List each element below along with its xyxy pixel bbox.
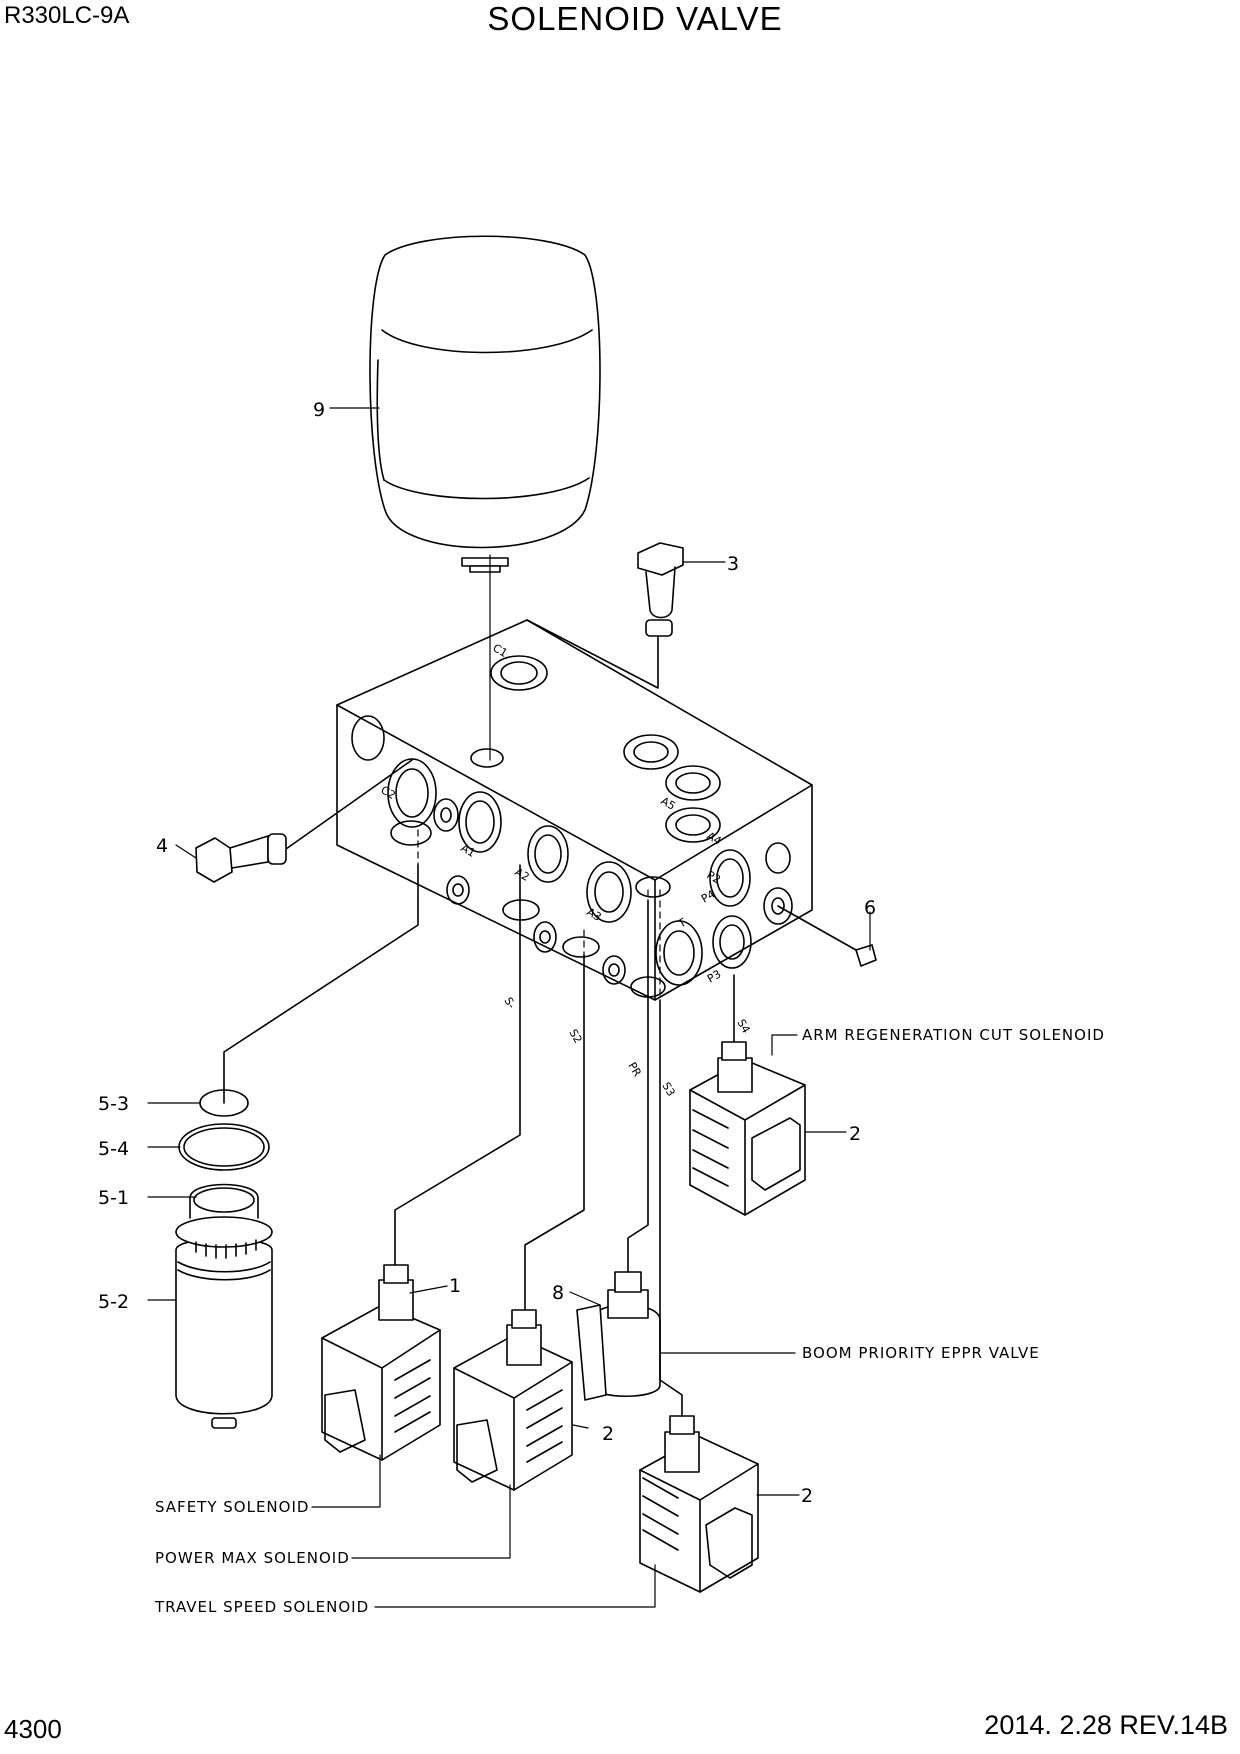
power-max-solenoid-part-2: [453, 954, 585, 1491]
safety-solenoid-part-1: [321, 864, 521, 1461]
callout-5-4: 5-4: [98, 1138, 129, 1160]
desc-power-max-solenoid: POWER MAX SOLENOID: [155, 1549, 350, 1567]
revision-date: 2014. 2.28 REV.14B: [984, 1710, 1228, 1740]
filter-assembly-part-5: [175, 864, 419, 1429]
desc-arm-regeneration-cut: ARM REGENERATION CUT SOLENOID: [802, 1026, 1105, 1044]
port-label-s1: S-: [501, 995, 518, 1011]
callout-2-power: 2: [602, 1423, 614, 1445]
solenoid-valve-block: [336, 619, 813, 1001]
callout-numbers: 9 3 4 6 5-3 5-4 5-1 5-2 1 8 2 2 2: [98, 399, 876, 1507]
port-label-p3: P3: [705, 968, 723, 986]
bolt-part-4: [195, 759, 413, 883]
desc-boom-priority-eppr: BOOM PRIORITY EPPR VALVE: [802, 1344, 1040, 1362]
port-label-a4: A4: [705, 829, 724, 848]
port-label-c2: C2: [379, 783, 398, 802]
travel-speed-solenoid-part-2: [639, 999, 759, 1593]
callout-3: 3: [727, 553, 739, 575]
callout-8: 8: [552, 1282, 564, 1304]
callout-2-travel: 2: [801, 1485, 813, 1507]
bolt-part-3: [526, 542, 684, 689]
desc-travel-speed-solenoid: TRAVEL SPEED SOLENOID: [154, 1598, 369, 1616]
port-label-a2: A2: [513, 865, 532, 884]
port-label-c1: C1: [491, 641, 510, 660]
model-number: R330LC-9A: [4, 2, 130, 29]
port-label-a1: A1: [459, 841, 478, 860]
port-label-pr: PR: [625, 1060, 644, 1079]
plug-part-6: [777, 905, 877, 967]
boom-priority-eppr-valve-part-8: [576, 899, 661, 1401]
page-title: SOLENOID VALVE: [487, 0, 783, 37]
leader-lines: [147, 407, 871, 1608]
callout-4: 4: [156, 835, 168, 857]
callout-5-2: 5-2: [98, 1291, 129, 1313]
port-labels: C1 C2 A1 A2 A3 A5 A4 P2 P4 P3 T S- S2 PR…: [379, 641, 753, 1098]
port-label-a3: A3: [585, 905, 604, 924]
accumulator-part-9: [369, 235, 601, 573]
port-label-s4: S4: [734, 1017, 752, 1036]
port-label-s3: S3: [659, 1080, 677, 1099]
callout-1: 1: [449, 1275, 461, 1297]
port-label-p4: P4: [699, 888, 717, 906]
port-label-s2: S2: [566, 1027, 584, 1046]
callout-5-3: 5-3: [98, 1093, 129, 1115]
arm-regeneration-cut-solenoid-part-2: [689, 974, 806, 1216]
callout-5-1: 5-1: [98, 1187, 129, 1209]
callout-2-arm: 2: [849, 1123, 861, 1145]
port-label-p2: P2: [705, 868, 723, 886]
hidden-line-connections: [417, 829, 661, 1001]
port-label-a5: A5: [659, 794, 678, 813]
callout-6: 6: [864, 897, 876, 919]
page-number: 4300: [4, 1714, 62, 1744]
desc-safety-solenoid: SAFETY SOLENOID: [155, 1498, 309, 1516]
part-descriptions: ARM REGENERATION CUT SOLENOID BOOM PRIOR…: [154, 1026, 1105, 1616]
callout-9: 9: [313, 399, 325, 421]
